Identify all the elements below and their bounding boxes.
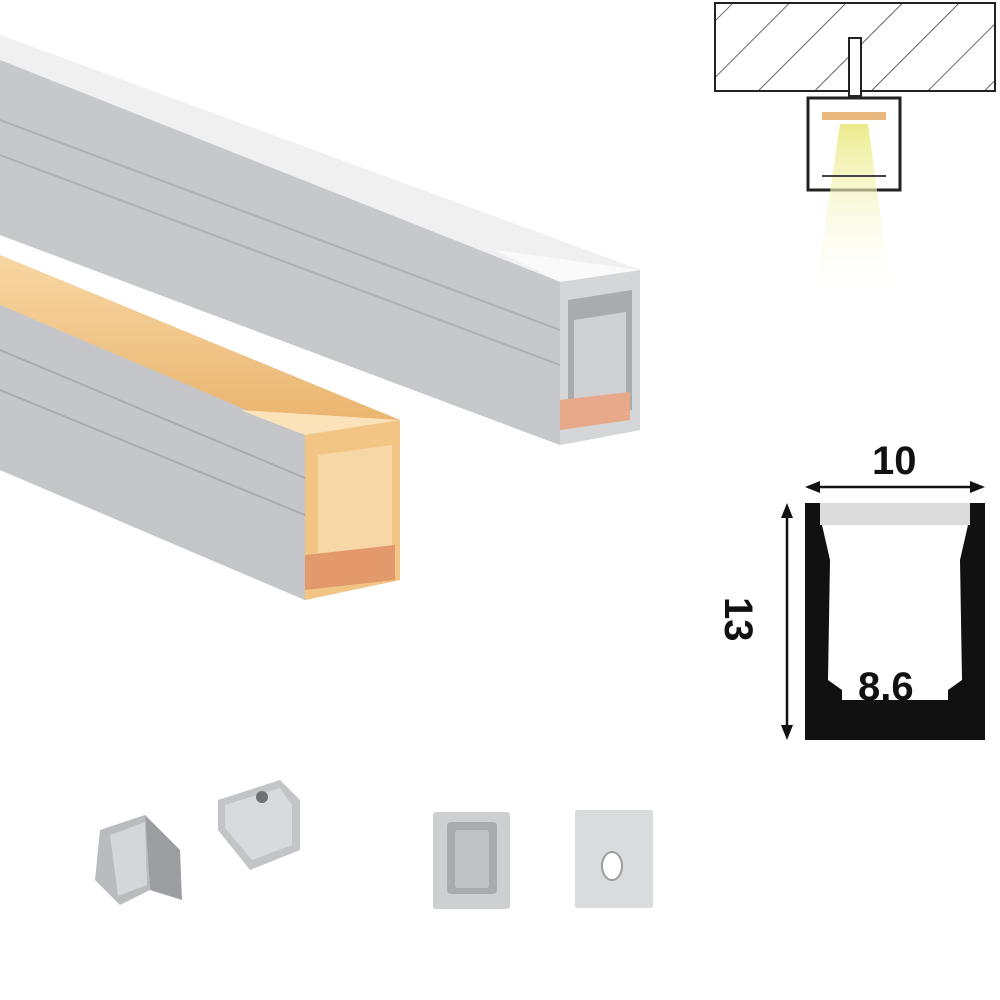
dimension-inner-width-label: 8.6 [858,665,914,709]
mounting-clip-tilted [218,780,300,870]
profile-upper [0,35,640,445]
mounting-diagram [714,2,996,300]
dimension-height-text: 13 [716,597,760,642]
end-cap-open [433,812,510,909]
dimension-height-label: 13 [698,597,760,642]
dimension-width-label: 10 [872,439,917,483]
profile-lower-lit [0,255,400,600]
cross-section-drawing [781,481,985,740]
end-cap-closed [575,810,653,908]
mounting-clip-open [95,815,182,905]
